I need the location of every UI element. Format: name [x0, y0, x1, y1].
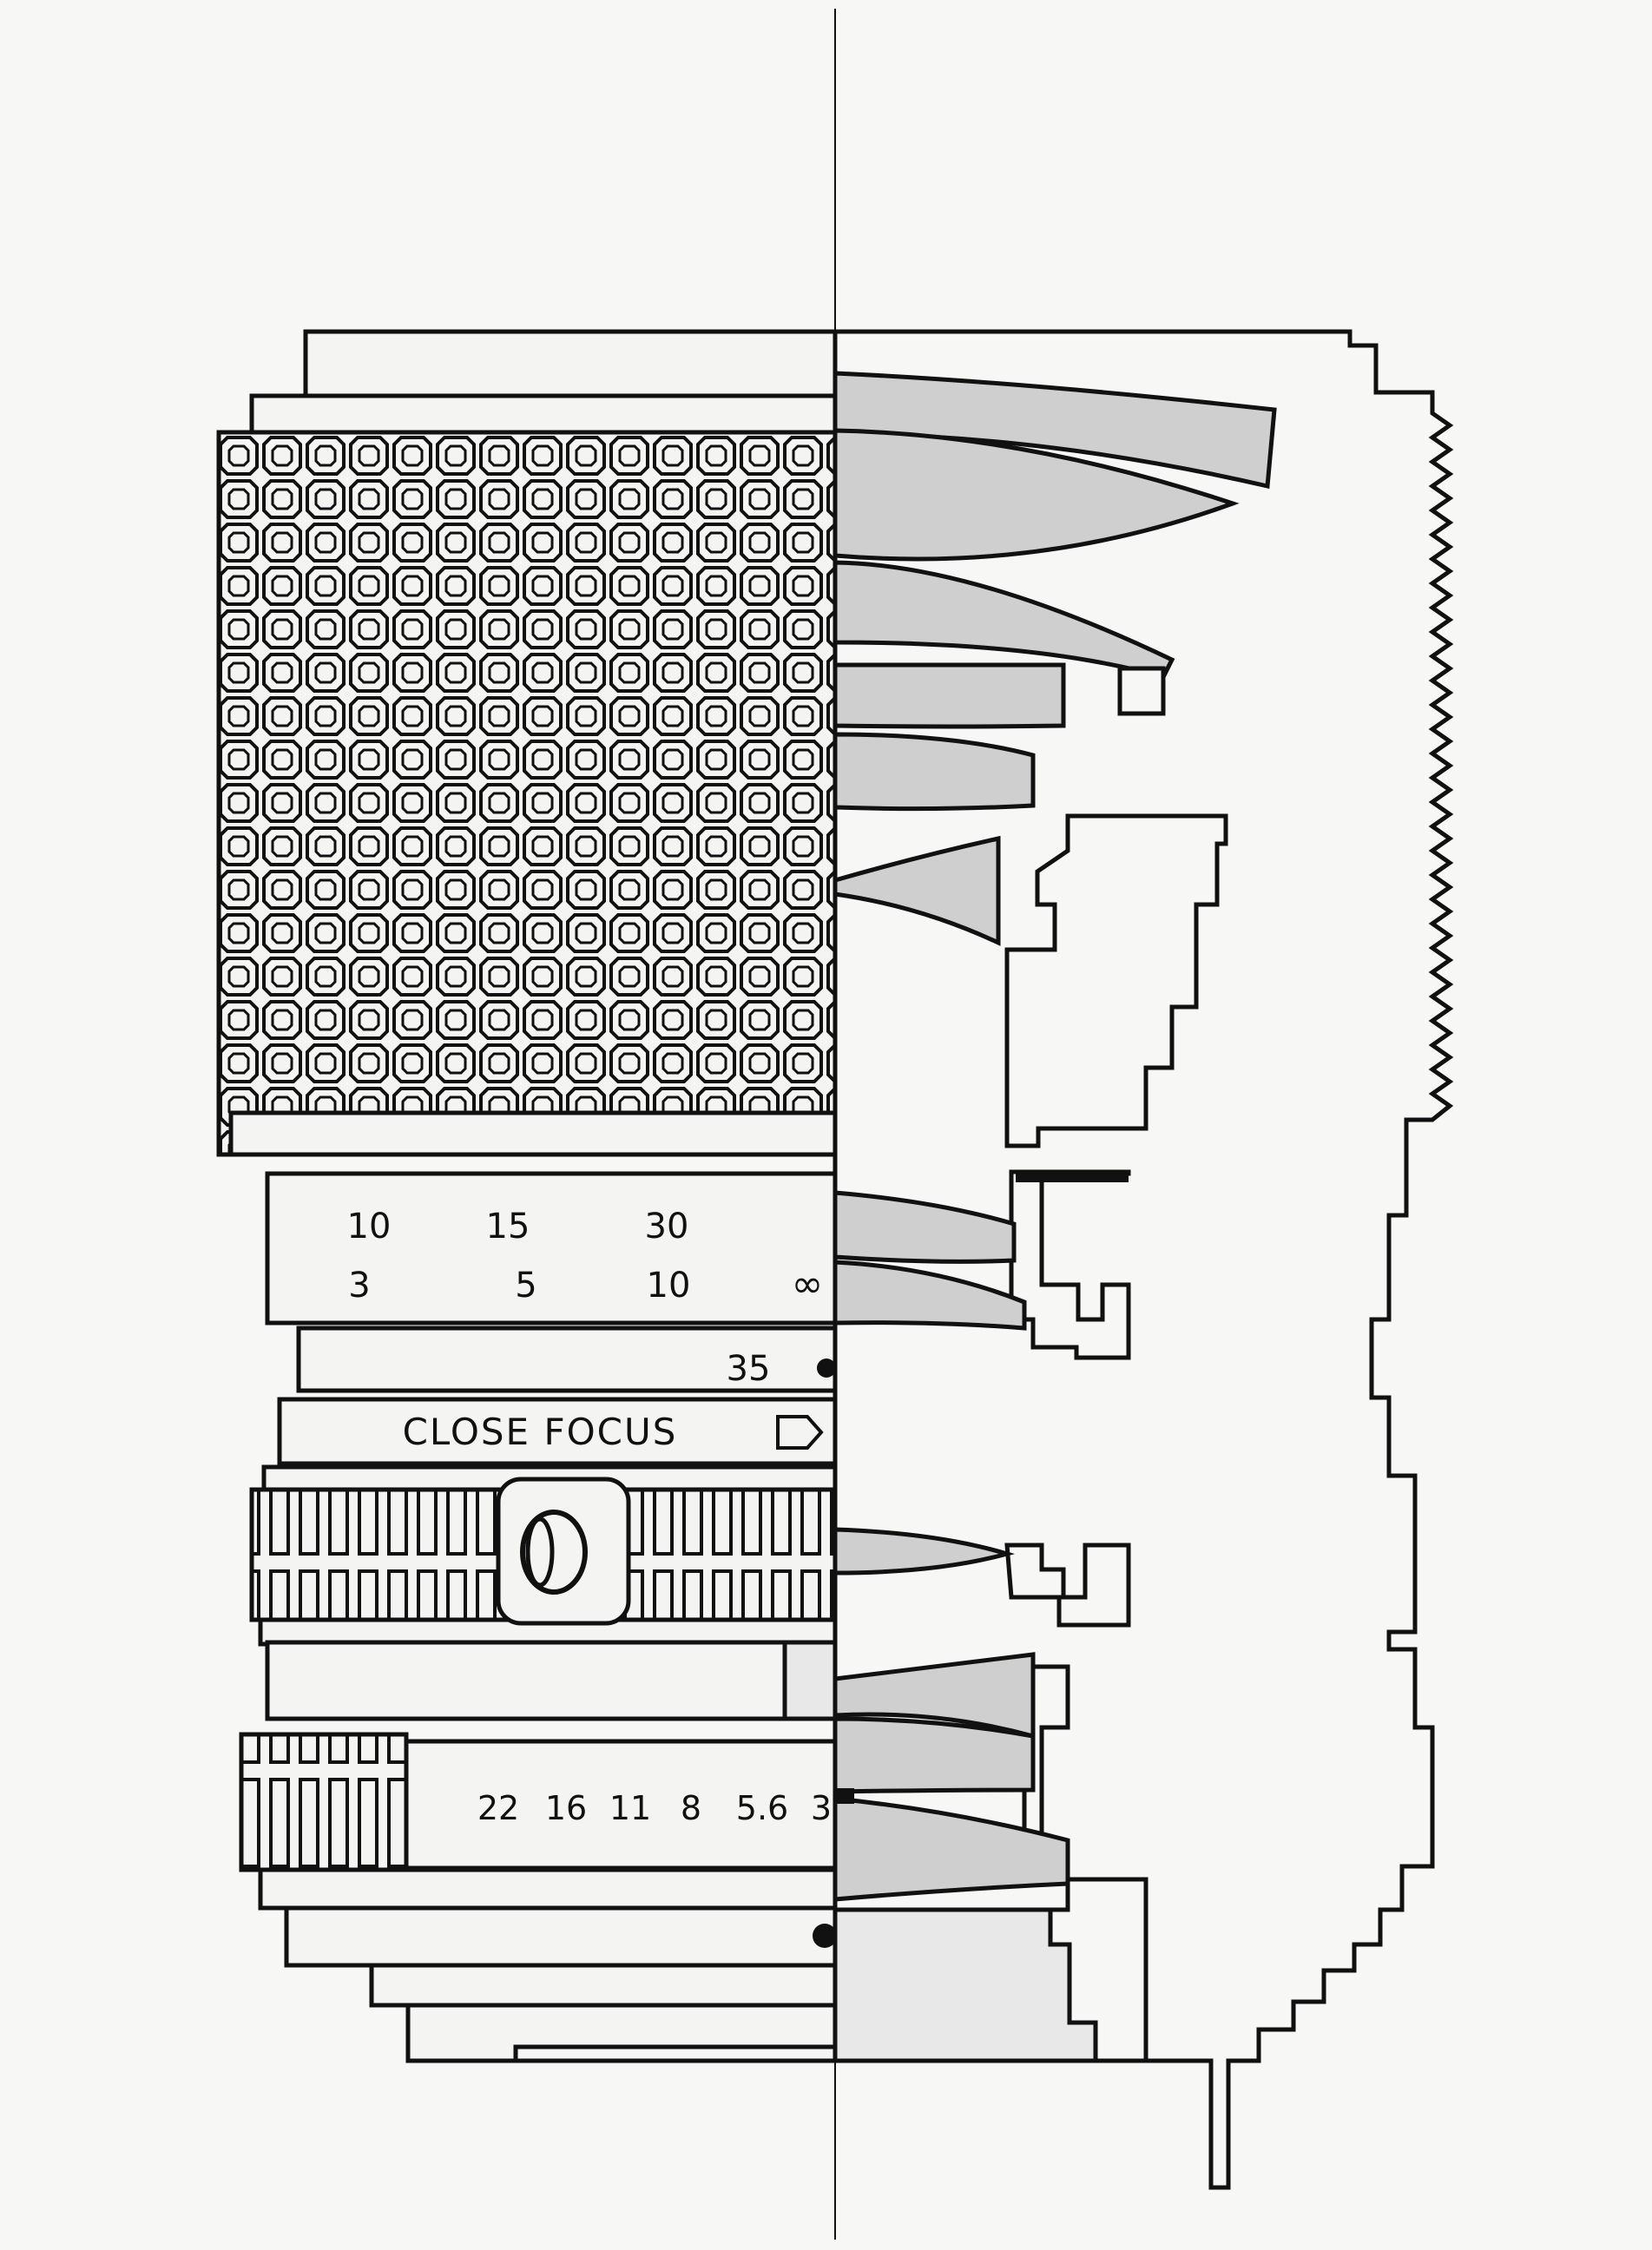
aperture-ring-grip[interactable] — [239, 1732, 409, 1872]
aperture-ring-lip — [258, 1867, 838, 1911]
lens-element-6 — [833, 835, 1001, 946]
close-focus-band — [277, 1397, 838, 1466]
aperture-value: 3 — [811, 1789, 832, 1827]
mount-flange — [513, 2044, 838, 2063]
cam-block-upper — [1004, 813, 1228, 1148]
lens-element-3-rim — [1117, 666, 1166, 716]
front-collar — [249, 393, 838, 435]
focal-index-label: 35 — [727, 1349, 771, 1389]
distance-scale-meters: 3 5 10 — [348, 1266, 690, 1306]
aperture-blade — [835, 1788, 854, 1804]
cam-rod — [1016, 1174, 1129, 1182]
mount-step-1 — [284, 1905, 838, 1968]
spacer-notch — [782, 1640, 838, 1721]
cam-block-lower — [1004, 1543, 1131, 1628]
focus-ring-bottom-lip — [228, 1110, 838, 1157]
focus-ring-grip[interactable] — [216, 430, 838, 1157]
distance-feet-label: 30 — [645, 1207, 689, 1247]
zoom-lock-knob[interactable] — [496, 1477, 631, 1626]
lens-element-2 — [833, 428, 1240, 562]
lens-element-8 — [833, 1260, 1027, 1331]
focal-index-band — [296, 1326, 838, 1393]
distance-feet-label: 15 — [486, 1207, 530, 1247]
aperture-value: 8 — [681, 1789, 701, 1827]
lens-element-5 — [833, 732, 1036, 812]
distance-meter-label: 10 — [647, 1266, 691, 1306]
inner-mount — [1048, 1877, 1149, 2063]
aperture-scale: 22 16 11 8 5.6 3 — [477, 1789, 832, 1827]
distance-meter-label: 3 — [348, 1266, 370, 1306]
infinity-mark: ∞ — [792, 1262, 824, 1306]
aperture-index-dot — [813, 1924, 837, 1948]
aperture-value: 5.6 — [736, 1789, 788, 1827]
lens-element-9 — [833, 1527, 1016, 1576]
lens-element-4 — [833, 662, 1066, 729]
lens-cross-section — [833, 329, 1454, 2190]
close-focus-arrow-icon — [776, 1415, 824, 1450]
lens-element-3 — [833, 560, 1175, 680]
lens-element-11 — [833, 1716, 1036, 1794]
distance-meter-label: 5 — [515, 1266, 536, 1306]
aperture-value: 16 — [545, 1789, 587, 1827]
front-rim — [303, 329, 838, 398]
lens-element-7 — [833, 1190, 1017, 1264]
aperture-value: 22 — [477, 1789, 519, 1827]
distance-scale-feet: 10 15 30 — [347, 1207, 689, 1247]
distance-feet-label: 10 — [347, 1207, 392, 1247]
aperture-scale-window — [404, 1739, 838, 1871]
distance-scale-band — [265, 1171, 838, 1326]
mount-step-2 — [369, 1963, 838, 2008]
close-focus-label: CLOSE FOCUS — [403, 1411, 678, 1453]
spacer-band — [265, 1640, 838, 1721]
lens-exterior — [216, 329, 838, 2063]
aperture-value: 11 — [609, 1789, 651, 1827]
lens-element-12 — [833, 1796, 1070, 1902]
focal-index-dot — [817, 1359, 836, 1378]
